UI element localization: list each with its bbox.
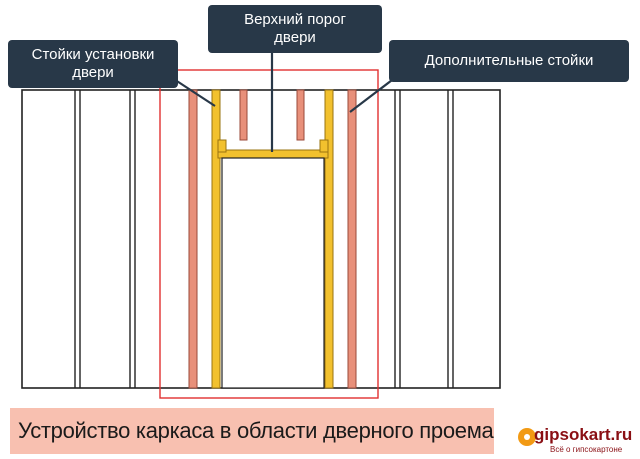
logo-tagline: Всё о гипсокартоне xyxy=(550,445,623,454)
site-logo[interactable]: gipsokart.ru Всё о гипсокартоне xyxy=(518,425,636,456)
door-studs xyxy=(211,89,334,389)
extra-studs-label: Дополнительные стойки xyxy=(424,52,594,69)
extra-studs xyxy=(188,89,357,389)
left-wall-studs xyxy=(74,90,136,388)
right-wall-studs xyxy=(394,90,454,388)
door-studs-callout: Стойки установки двери xyxy=(8,40,178,88)
logo-icon xyxy=(518,428,536,446)
highlight-frame xyxy=(159,69,379,399)
logo-name: gipsokart.ru xyxy=(534,425,633,444)
top-header-label: Верхний порог двери xyxy=(244,11,346,46)
door-opening xyxy=(221,157,325,389)
top-header-callout: Верхний порог двери xyxy=(208,5,382,53)
extra-studs-callout: Дополнительные стойки xyxy=(389,40,629,82)
door-studs-label: Стойки установки двери xyxy=(31,46,155,81)
caption: Устройство каркаса в области дверного пр… xyxy=(10,408,494,454)
